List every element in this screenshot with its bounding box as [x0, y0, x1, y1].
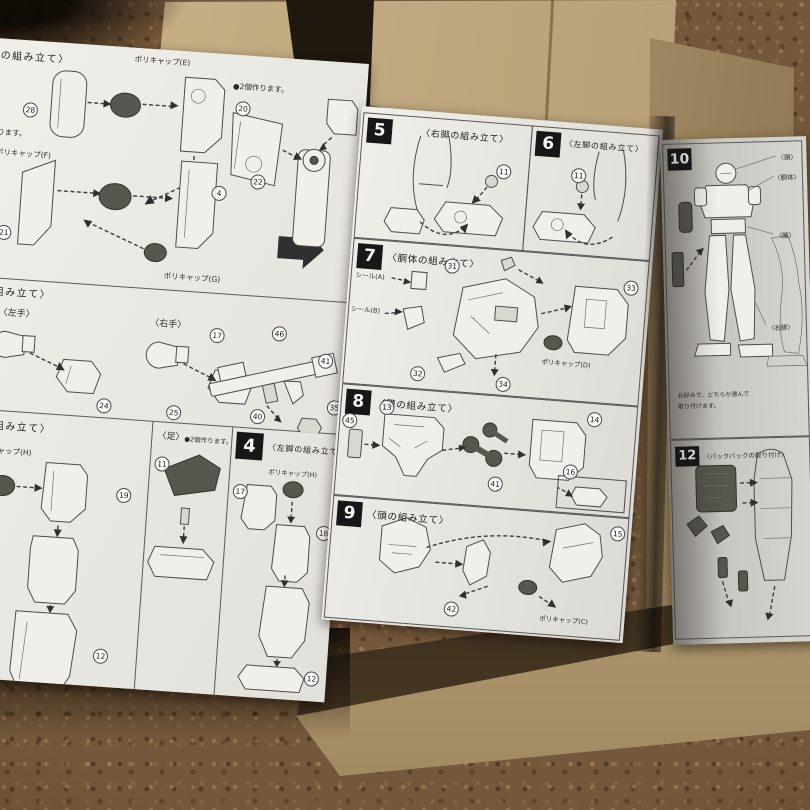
- head-callout-label: 〈頭〉: [777, 153, 798, 162]
- step-9-section: 9 〈頭の組み立て〉 15 42 ポリキャップ(C): [323, 494, 630, 641]
- step-8-number: 8: [344, 388, 372, 416]
- step-12-section: 12 〈バックパックの取り付け〉: [669, 436, 810, 640]
- left-page: の組み立て〉 ポリキャップ(E) ります。 ポリキャップ(F) ポリキャップ(G…: [0, 34, 369, 703]
- waist-callout-label: 〈腰〉: [775, 231, 796, 241]
- step-6-number: 6: [534, 130, 562, 158]
- step-12-diagram: [686, 448, 793, 621]
- right-leg-callout-label: 〈右脚〉: [767, 323, 795, 333]
- step-8-diagram: [347, 413, 627, 514]
- step-7-section: 7 〈胴体の組み立て〉 シール(A) シール(B) ポリキャップ(D) 31 3…: [342, 237, 650, 407]
- foot-diagram: [147, 454, 221, 581]
- right-leg-section: 脚の組み立て〉 ポリキャップ(H) 19 10 12 9: [0, 405, 154, 690]
- step-4-section: 4 〈左脚の組み立て〉 ポリキャップ(H) 17 18 12: [215, 427, 347, 702]
- step-10-number: 10: [667, 148, 692, 171]
- step-6-diagram: [532, 149, 627, 245]
- right-hand-label: 〈右手〉: [149, 318, 187, 331]
- left-hand-label: 〈左手〉: [0, 307, 35, 321]
- torso-callout-label: 〈胴体〉: [773, 173, 801, 183]
- step-7-diagram: [384, 256, 629, 377]
- legs-row: 脚の組み立て〉 ポリキャップ(H) 19 10 12 9 〈足〉 ●2個作ります…: [0, 405, 347, 702]
- step-9-number: 9: [336, 500, 363, 528]
- hands-assembly-section: の組み立て〉 〈左手〉 〈右手〉 24 25 40 17 46 41 35: [0, 273, 353, 436]
- middle-page: 5 〈右脚の組み立て〉 11 6 〈左脚の組み立て〉 11: [321, 106, 664, 644]
- option-note-line2: 取り付けます。: [677, 402, 720, 411]
- step-8-section: 8 〈腰の組み立て〉 13 45 41 14 16: [333, 383, 639, 519]
- step-10-section: 10 〈頭〉 〈胴体〉 〈腰〉 〈右脚〉 お好みで、どちらか選んで 取り付けます…: [662, 140, 810, 440]
- step-7-number: 7: [356, 243, 384, 271]
- step-5-section: 5 〈右脚の組み立て〉 11: [353, 112, 533, 252]
- arm-assembly-section: の組み立て〉 ポリキャップ(E) ります。 ポリキャップ(F) ポリキャップ(G…: [0, 34, 369, 304]
- step-4-diagram: [237, 481, 311, 694]
- step-6-section: 6 〈左脚の組み立て〉 11: [522, 125, 660, 262]
- option-note-line1: お好みで、どちらか選んで: [677, 390, 750, 400]
- arm-assembly-diagram: [17, 70, 359, 269]
- foot-section: 〈足〉 ●2個作ります。 11: [134, 421, 234, 695]
- step-12-number: 12: [675, 446, 700, 467]
- right-leg-diagram: [0, 461, 89, 690]
- foot-title: 〈足〉: [157, 431, 185, 444]
- step-4-number: 4: [235, 431, 264, 461]
- step-5-diagram: [383, 135, 504, 237]
- step-10-diagram: [671, 155, 808, 367]
- step-9-diagram: [378, 517, 603, 608]
- right-page: 10 〈頭〉 〈胴体〉 〈腰〉 〈右脚〉 お好みで、どちらか選んで 取り付けます…: [660, 136, 810, 645]
- note-fragment: ります。: [0, 127, 27, 139]
- step-5-number: 5: [366, 117, 394, 145]
